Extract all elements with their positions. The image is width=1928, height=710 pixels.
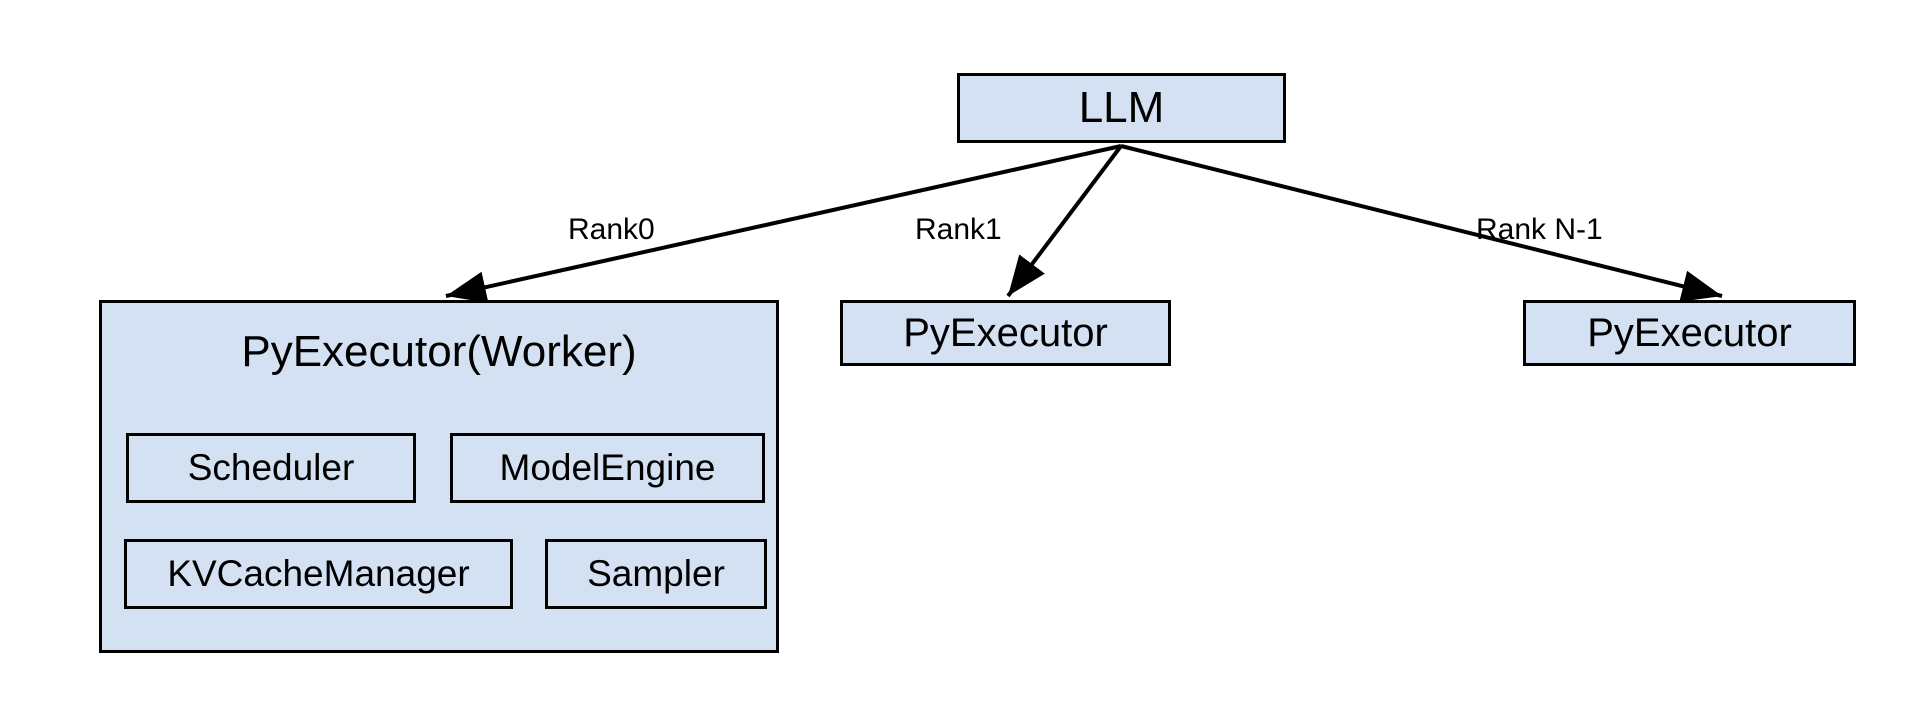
node-model-engine-label: ModelEngine	[499, 446, 716, 488]
edge-llm-to-pyexecutor-rank1	[1006, 144, 1123, 298]
node-llm-label: LLM	[1078, 82, 1165, 132]
node-pyexecutor-rank1[interactable]: PyExecutor	[840, 300, 1171, 366]
edge-label-rank-n-1: Rank N-1	[1476, 213, 1603, 246]
edge-llm-to-pyexecutor-rankn	[1120, 144, 1723, 302]
edge-label-rank1: Rank1	[915, 213, 1002, 246]
node-kvcache-manager-label: KVCacheManager	[167, 552, 470, 594]
node-scheduler-label: Scheduler	[187, 446, 355, 488]
edge-llm-to-worker	[445, 144, 1122, 303]
node-scheduler[interactable]: Scheduler	[126, 433, 416, 503]
node-pyexecutor-rankn-label: PyExecutor	[1587, 311, 1792, 355]
node-llm[interactable]: LLM	[957, 73, 1286, 143]
node-pyexecutor-worker-label: PyExecutor(Worker)	[241, 327, 637, 376]
edge-label-rank0: Rank0	[568, 213, 655, 246]
node-model-engine[interactable]: ModelEngine	[450, 433, 765, 503]
node-sampler-label: Sampler	[587, 552, 725, 594]
node-pyexecutor-rank1-label: PyExecutor	[903, 311, 1108, 355]
node-kvcache-manager[interactable]: KVCacheManager	[124, 539, 513, 609]
node-pyexecutor-rankn[interactable]: PyExecutor	[1523, 300, 1856, 366]
node-sampler[interactable]: Sampler	[545, 539, 767, 609]
